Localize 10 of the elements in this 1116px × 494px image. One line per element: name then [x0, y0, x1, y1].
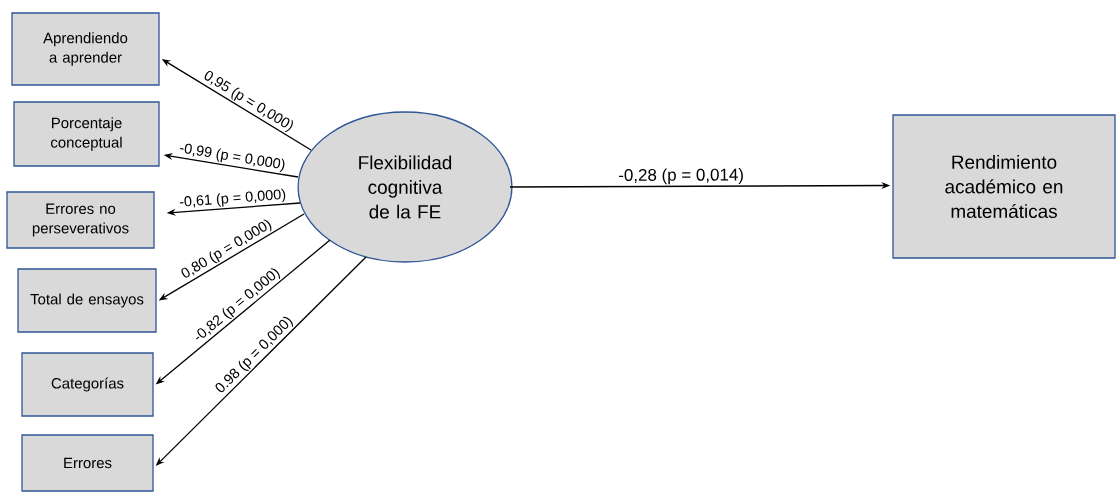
variable-box: Aprendiendo a aprender: [11, 12, 160, 86]
variable-box: Errores: [21, 434, 154, 492]
variable-box: Rendimiento académico en matemáticas: [892, 114, 1116, 259]
variable-box: Total de ensayos: [17, 268, 157, 333]
variable-box: Categorías: [21, 352, 154, 417]
edge-label: -0,61 (p = 0,000): [179, 188, 286, 208]
variable-box: Porcentaje conceptual: [13, 101, 160, 167]
edge-label: -0,99 (p = 0,000): [179, 143, 285, 172]
variable-box: Errores no perseverativos: [6, 191, 155, 249]
edge-label: -0,28 (p = 0,014): [619, 168, 743, 185]
